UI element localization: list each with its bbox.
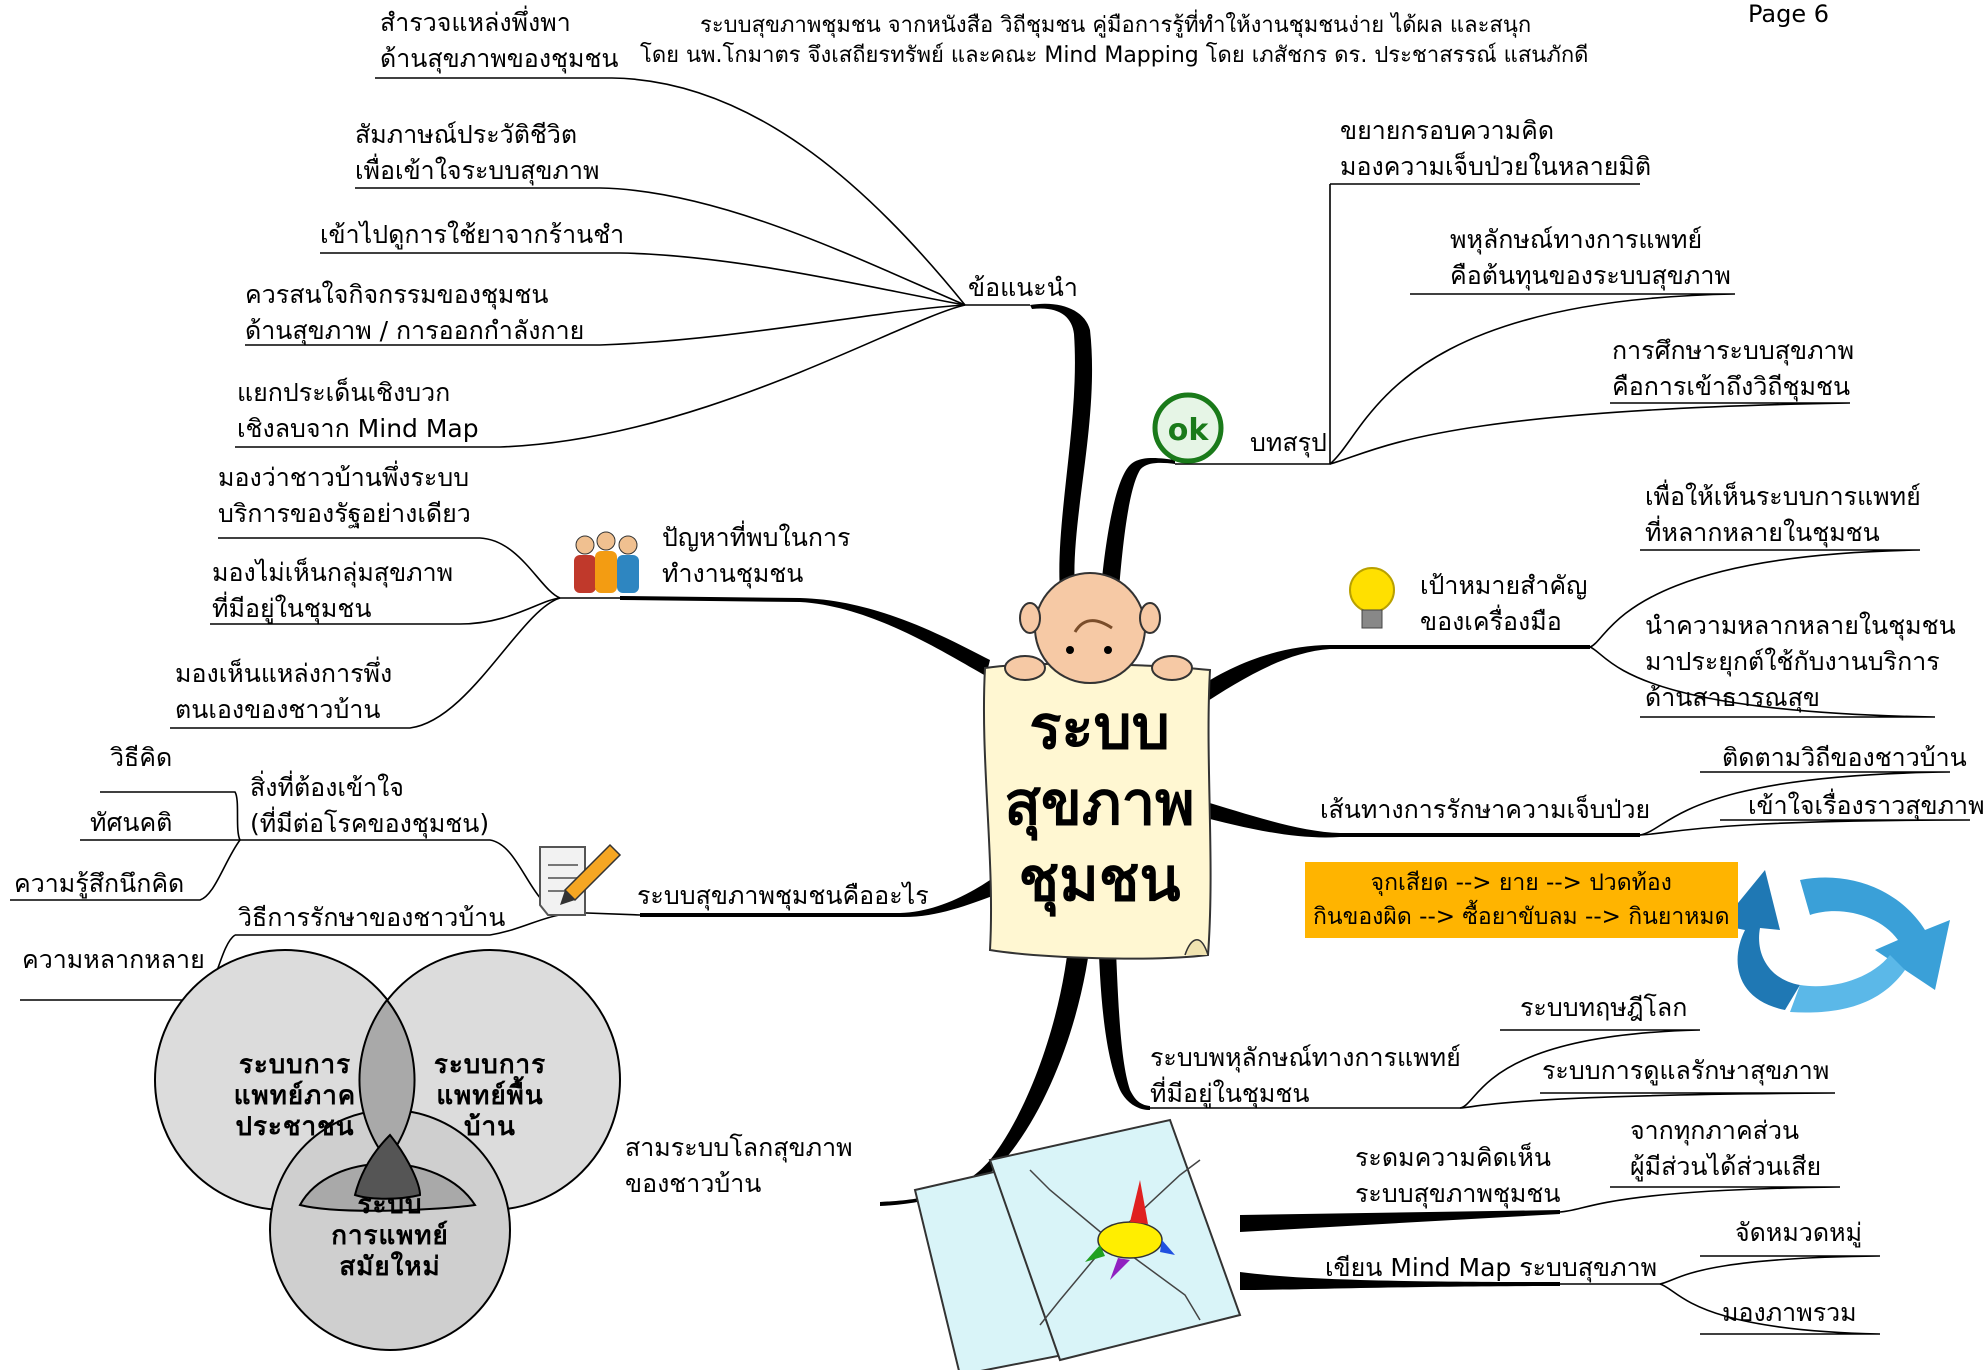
branch-what	[640, 880, 995, 918]
center-title-line-2: สุขภาพ	[1004, 769, 1195, 839]
ok-icon: ok	[1152, 392, 1224, 464]
venn-label-folk: ระบบการแพทย์ภาคประชาชน	[233, 1050, 357, 1142]
illness-path-example: จุกเสียด --> ยาย --> ปวดท้องกินของผิด --…	[1305, 862, 1738, 938]
main-branches	[620, 303, 1640, 1290]
write-item-2: มองภาพรวม	[1722, 1298, 1857, 1327]
brainstorm-label: ระดมความคิดเห็นระบบสุขภาพชุมชน	[1355, 1143, 1561, 1208]
understand-label: สิ่งที่ต้องเข้าใจ(ที่มีต่อโรคของชุมชน)	[250, 773, 490, 838]
path-item-1: ติดตามวิถีของชาวบ้าน	[1722, 743, 1967, 772]
write-mindmap-label: เขียน Mind Map ระบบสุขภาพ	[1325, 1253, 1658, 1282]
three-systems-label: สามระบบโลกสุขภาพของชาวบ้าน	[625, 1133, 853, 1198]
brainstorm-item-1: จากทุกภาคส่วนผู้มีส่วนได้ส่วนเสีย	[1630, 1116, 1822, 1181]
problems-item-3: มองเห็นแหล่งการพึ่งตนเองของชาวบ้าน	[175, 659, 393, 724]
memo-pencil-icon	[539, 843, 622, 916]
understand-item-3: ความรู้สึกนึกคิด	[14, 869, 185, 898]
thin-branches	[10, 77, 1971, 1335]
branch-advice	[1030, 303, 1093, 592]
branch-summary	[1100, 457, 1175, 602]
lightbulb-icon	[1349, 567, 1395, 629]
treatment-item-1: ความหลากหลาย	[22, 945, 205, 974]
goal-item-1: เพื่อให้เห็นระบบการแพทย์ที่หลากหลายในชุม…	[1645, 482, 1921, 547]
understand-item-1: วิธีคิด	[110, 743, 173, 772]
advice-label: ข้อแนะนำ	[968, 273, 1078, 302]
summary-item-2: พหุลักษณ์ทางการแพทย์คือต้นทุนของระบบสุขภ…	[1450, 225, 1731, 290]
goal-item-2: นำความหลากหลายในชุมชนมาประยุกต์ใช้กับงาน…	[1645, 611, 1956, 712]
venn-label-modern: ระบบการแพทย์สมัยใหม่	[331, 1190, 449, 1282]
branch-goal	[1195, 645, 1590, 706]
cycle-arrows-icon	[1720, 870, 1950, 1013]
summary-item-3: การศึกษาระบบสุขภาพคือการเข้าถึงวิถีชุมชน	[1612, 336, 1855, 401]
header-line-1: ระบบสุขภาพชุมชน จากหนังสือ วิถีชุมชน คู่…	[700, 13, 1532, 38]
people-icon	[574, 531, 639, 593]
branch-plural	[1098, 925, 1150, 1110]
summary-item-1: ขยายกรอบความคิดมองความเจ็บป่วยในหลายมิติ	[1340, 116, 1652, 181]
advice-item-5: แยกประเด็นเชิงบวกเชิงลบจาก Mind Map	[237, 378, 479, 443]
advice-item-4: ควรสนใจกิจกรรมของชุมชนด้านสุขภาพ / การออ…	[245, 280, 585, 345]
center-scroll	[983, 662, 1212, 960]
summary-label: บทสรุป	[1250, 428, 1327, 457]
problems-label: ปัญหาที่พบในการทำงานชุมชน	[662, 523, 851, 588]
branch-write	[1240, 1272, 1560, 1290]
header-line-2: โดย นพ.โกมาตร จึงเสถียรทรัพย์ และคณะ Min…	[640, 43, 1589, 68]
mascot-head	[1004, 572, 1193, 684]
problems-item-1: มองว่าชาวบ้านพึ่งระบบบริการของรัฐอย่างเด…	[218, 463, 471, 528]
svg-text:ok: ok	[1168, 413, 1210, 448]
what-label: ระบบสุขภาพชุมชนคืออะไร	[637, 881, 929, 910]
center-title-line-3: ชุมชน	[1018, 845, 1181, 915]
venn-label-traditional: ระบบการแพทย์พื้นบ้าน	[433, 1050, 547, 1142]
plural-label: ระบบพหุลักษณ์ทางการแพทย์ที่มีอยู่ในชุมชน	[1150, 1043, 1461, 1108]
center-title: ระบบ สุขภาพ ชุมชน	[992, 690, 1207, 918]
goal-label: เป้าหมายสำคัญของเครื่องมือ	[1420, 571, 1588, 636]
path-item-2: เข้าใจเรื่องราวสุขภาพ	[1748, 791, 1985, 820]
problems-item-2: มองไม่เห็นกลุ่มสุขภาพที่มีอยู่ในชุมชน	[212, 558, 454, 623]
plural-item-2: ระบบการดูแลรักษาสุขภาพ	[1542, 1056, 1830, 1085]
page-number: Page 6	[1748, 0, 1829, 28]
advice-item-1: สำรวจแหล่งพึ่งพาด้านสุขภาพของชุมชน	[380, 8, 619, 73]
mind-map-sheets-icon	[913, 1118, 1242, 1370]
plural-item-1: ระบบทฤษฎีโลก	[1520, 993, 1688, 1022]
advice-item-3: เข้าไปดูการใช้ยาจากร้านชำ	[320, 220, 625, 249]
write-item-1: จัดหมวดหมู่	[1735, 1218, 1863, 1247]
branch-path	[1198, 800, 1640, 838]
center-title-line-1: ระบบ	[1029, 693, 1170, 763]
understand-item-2: ทัศนคติ	[90, 808, 173, 837]
branch-problems	[620, 596, 990, 676]
venn-diagram	[154, 949, 621, 1351]
branch-brainstorm	[1240, 1210, 1560, 1232]
path-label: เส้นทางการรักษาความเจ็บป่วย	[1320, 795, 1651, 824]
advice-item-2: สัมภาษณ์ประวัติชีวิตเพื่อเข้าใจระบบสุขภา…	[355, 120, 600, 185]
treatment-label: วิธีการรักษาของชาวบ้าน	[238, 903, 506, 932]
